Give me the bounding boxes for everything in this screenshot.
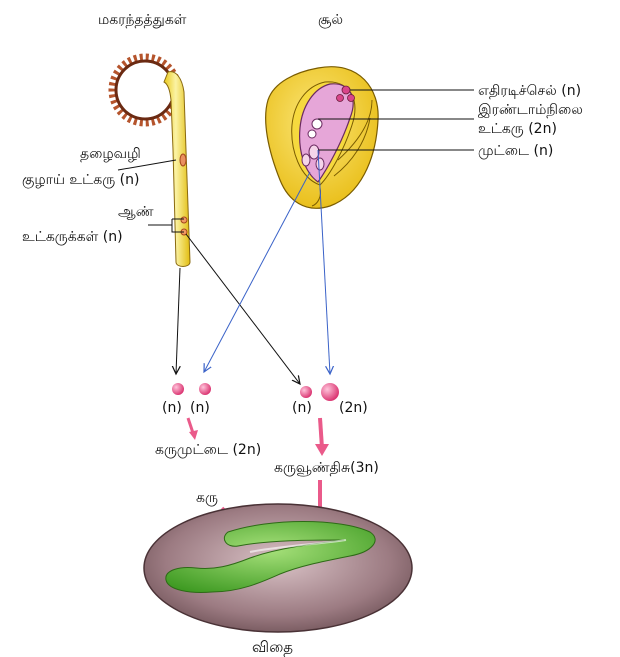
male-nuclei-label-1: ஆண் (118, 204, 154, 220)
pollen-grain-label: மகரந்தத்துகள் (98, 12, 187, 28)
male-nucleus-1 (181, 217, 187, 223)
pink-arrowhead-zygote (189, 430, 198, 440)
ploidy-label-3: (n) (292, 400, 312, 416)
male-nuclei-label-2: உட்கருக்கள் (n) (22, 229, 123, 245)
pollen-grain (112, 57, 178, 123)
antipodal-cell (342, 86, 350, 94)
egg-label: முட்டை (n) (478, 143, 553, 159)
male-gamete-nucleus (172, 383, 184, 395)
secondary-nucleus-fused (321, 383, 339, 401)
pink-arrowhead-endosperm (315, 444, 329, 456)
arrow-egg-to-zygote (204, 172, 310, 372)
tube-nucleus-label-2: குழாய் உட்கரு (n) (22, 172, 139, 189)
egg-cell (309, 145, 319, 159)
antipodal-label: எதிரடிச்செல் (n) (478, 83, 581, 99)
ploidy-label-2: (n) (190, 400, 210, 416)
secondary-label-2: உட்கரு (2n) (478, 121, 557, 137)
pink-arrow-endosperm (320, 418, 322, 448)
antipodal-cell (337, 95, 344, 102)
ploidy-label-1: (n) (162, 400, 182, 416)
zygote-label: கருமுட்டை (2n) (155, 442, 261, 458)
secondary-nucleus (308, 130, 316, 138)
tube-nucleus-label-1: தழைவழி (80, 146, 141, 162)
egg-nucleus (199, 383, 211, 395)
antipodal-cell (348, 95, 355, 102)
seed-label: விதை (252, 638, 293, 656)
ovule-label: சூல் (318, 12, 343, 28)
tube-nucleus (180, 154, 186, 166)
ovule (266, 67, 378, 209)
male-gamete-nucleus-2 (300, 386, 312, 398)
arrow-tube-to-zygote-n (176, 268, 180, 374)
ploidy-label-2n: (2n) (339, 400, 368, 416)
embryo-label: கரு (196, 490, 218, 506)
synergid (316, 158, 324, 170)
arrow-male-to-endosperm-n (186, 234, 300, 384)
secondary-label-1: இரண்டாம்நிலை (478, 102, 583, 118)
secondary-nucleus (312, 119, 322, 129)
synergid (302, 154, 310, 166)
endosperm-label: கருவூண்திசு(3n) (274, 460, 379, 476)
